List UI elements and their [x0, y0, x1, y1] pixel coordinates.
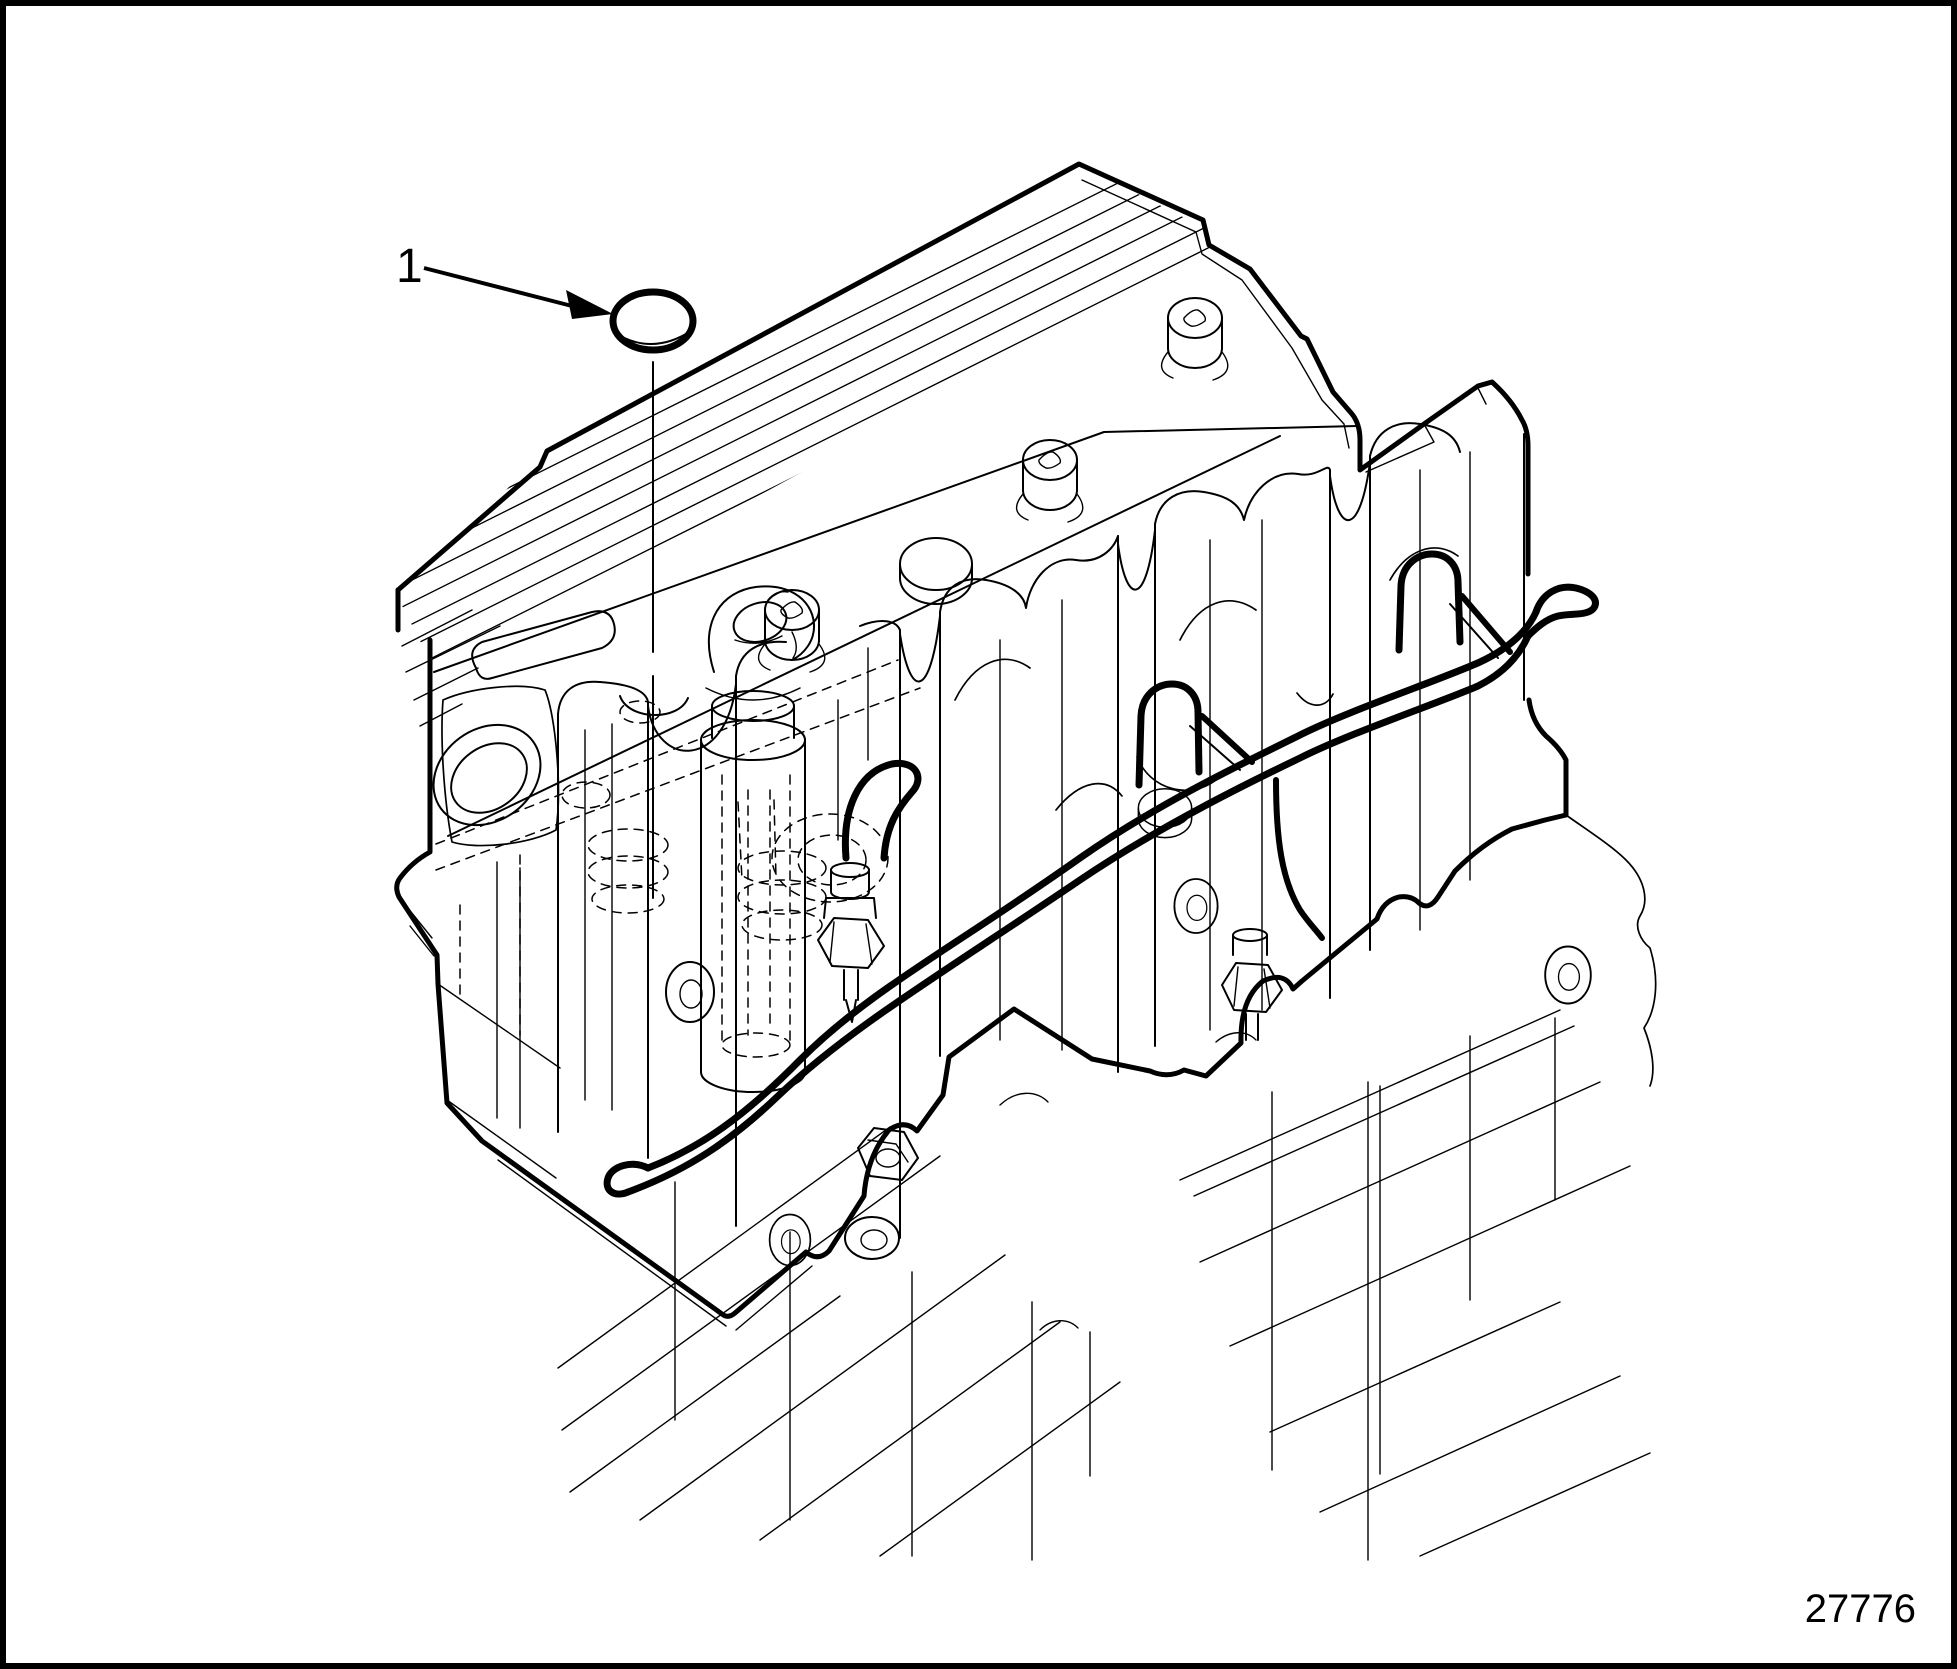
callout-arrowhead-icon: [566, 290, 613, 319]
fuel-line-end-hook: [1524, 583, 1599, 640]
cup-plug-part: [609, 288, 697, 354]
line-clamp-1: [1135, 680, 1203, 789]
left-port-inner: [450, 742, 528, 814]
callout-arrow-line: [423, 266, 573, 308]
head-top-deck: [433, 179, 1487, 1036]
fuel-line-assembly: [603, 550, 1599, 1198]
fuel-injector-1: [817, 862, 885, 1023]
fuel-injector-2: [1221, 928, 1283, 1041]
fuel-line-loop: [841, 759, 922, 862]
callout-1: 1: [396, 240, 697, 899]
callout-1-label: 1: [396, 240, 423, 293]
cylinder-head-outline: [394, 161, 1569, 1319]
line-clamp-2: [1395, 550, 1464, 654]
hidden-internal-passages: [587, 774, 889, 1058]
head-bolt-nut: [857, 1127, 919, 1181]
plug-bore-hole: [619, 695, 689, 716]
engine-block-lower: [497, 814, 1657, 1561]
figure-number: 27776: [1805, 1587, 1916, 1631]
